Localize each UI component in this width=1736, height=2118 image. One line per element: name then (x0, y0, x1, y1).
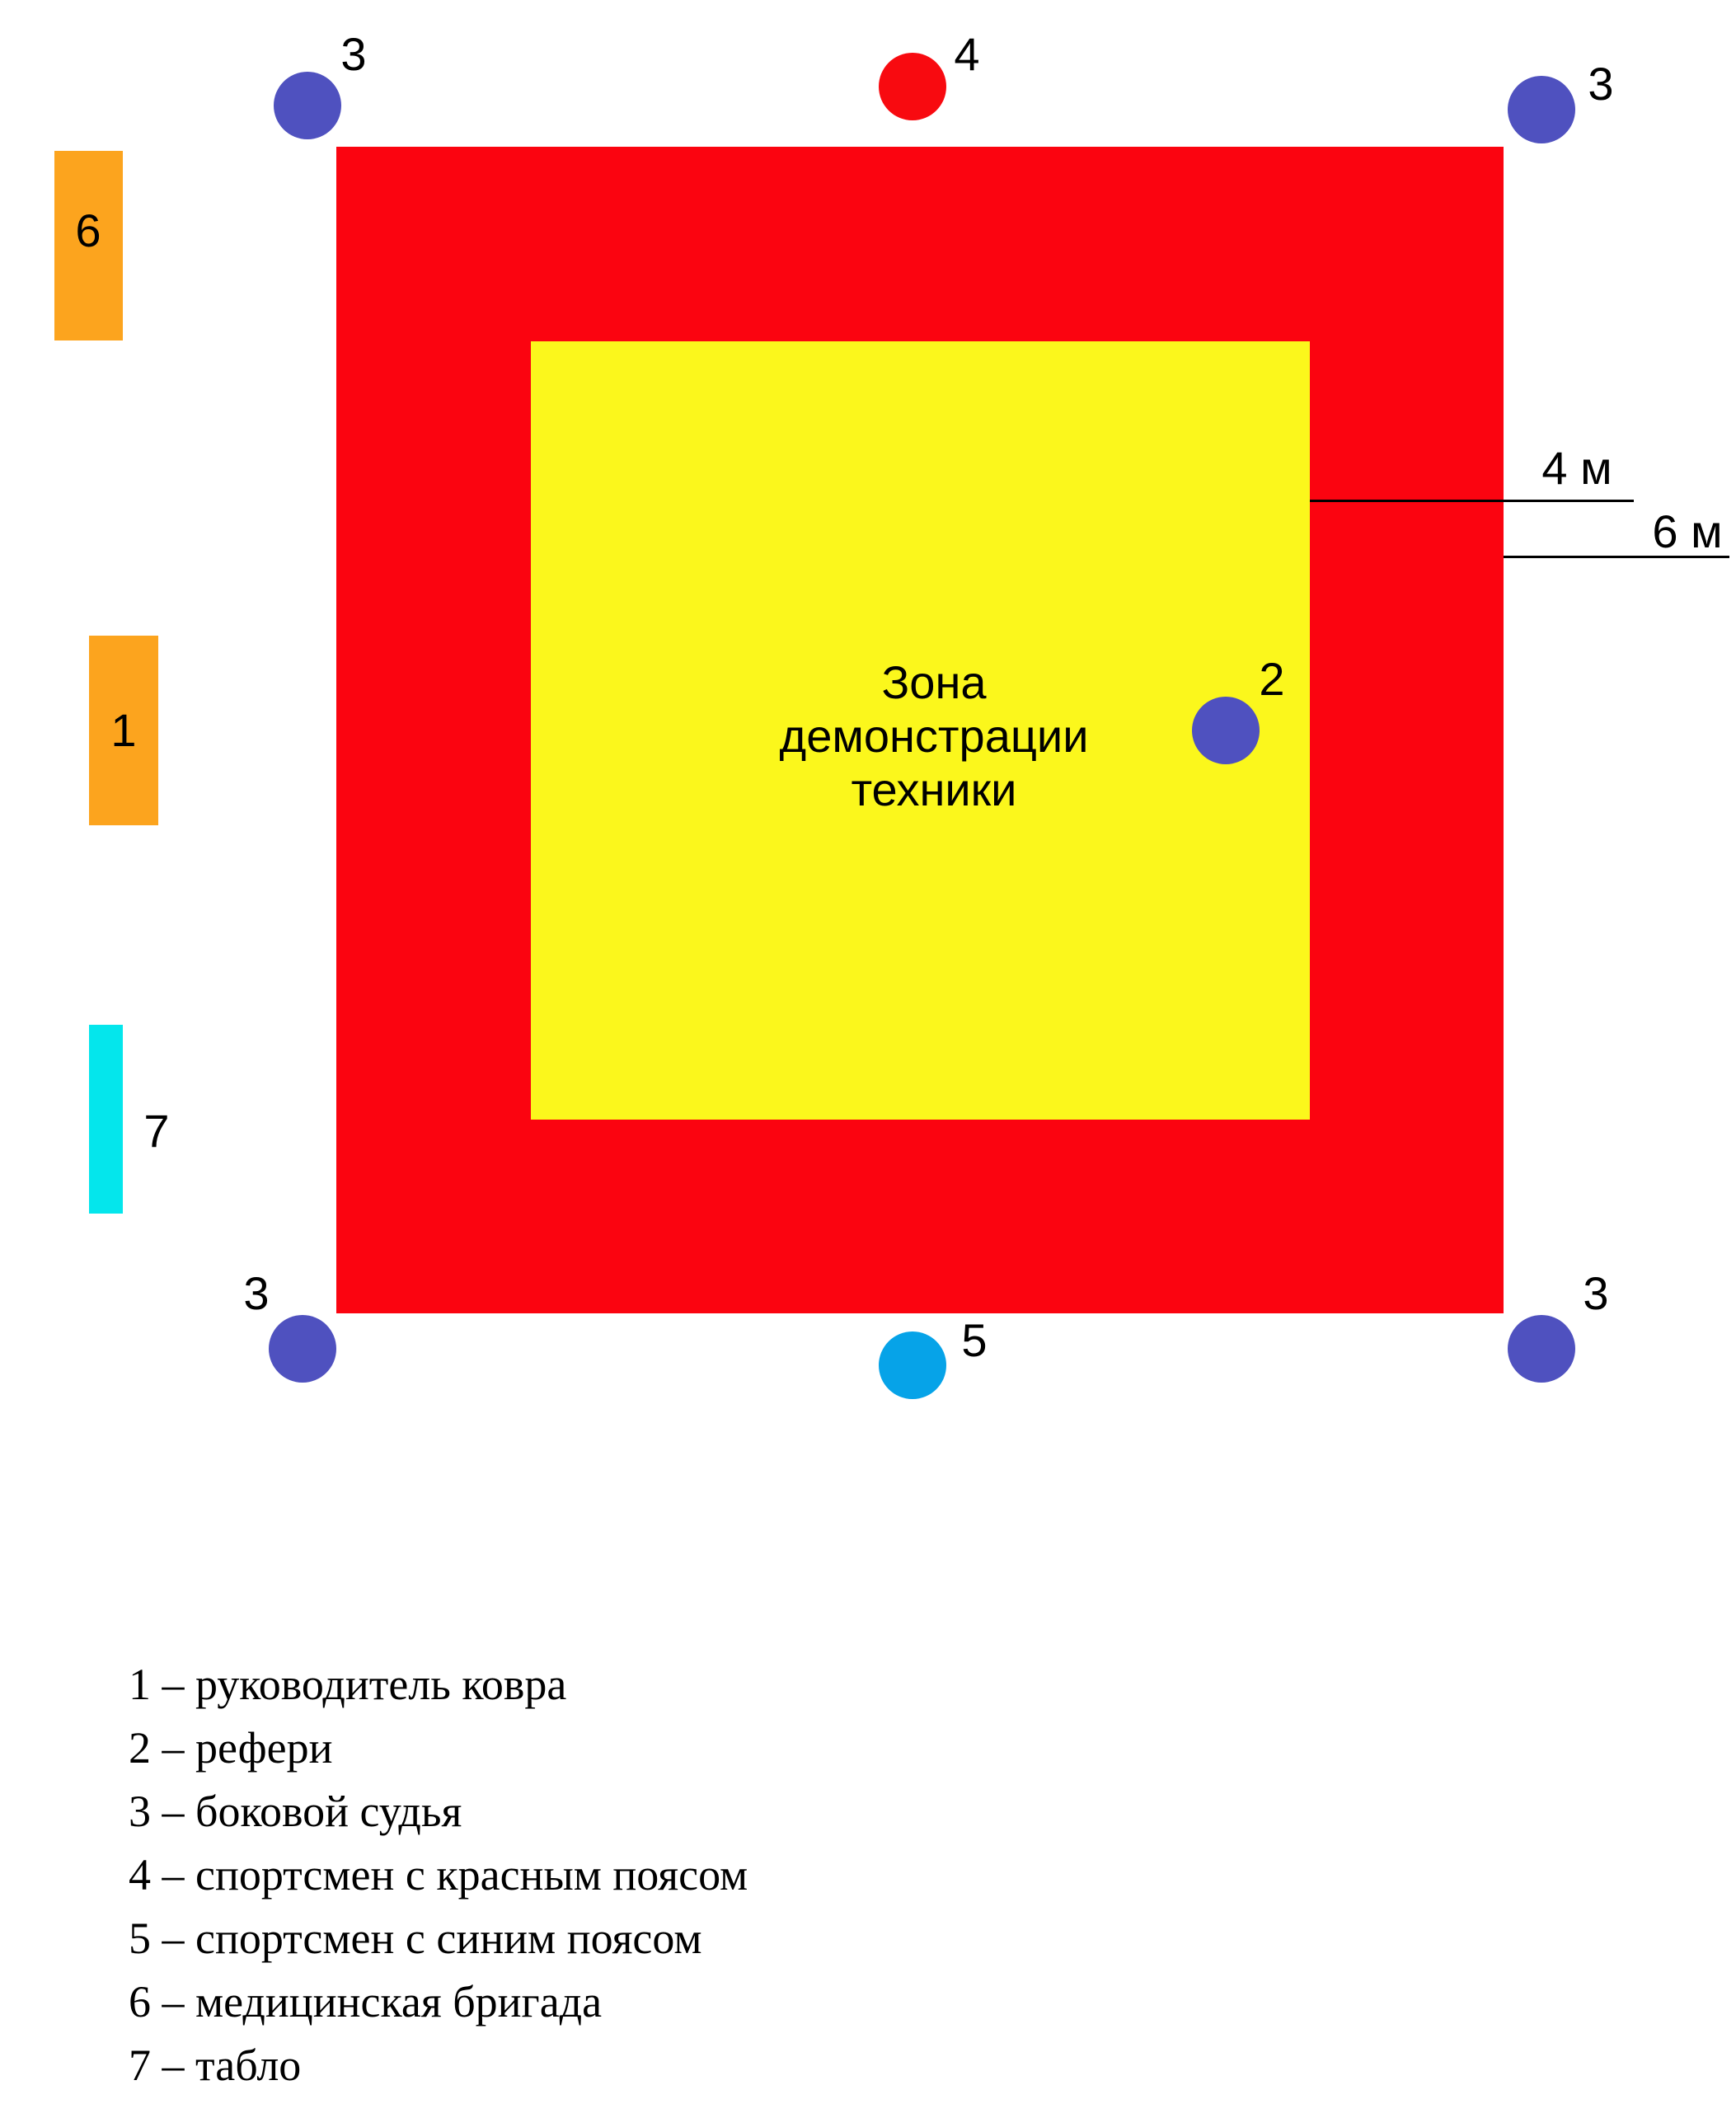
legend-item: 3 – боковой судья (129, 1787, 462, 1836)
legend-item: 4 – спортсмен с красным поясом (129, 1850, 748, 1900)
label-referee: 2 (1259, 653, 1285, 705)
red-belt-athlete (879, 53, 946, 120)
mat-chief-station (89, 636, 158, 825)
legend: 1 – руководитель ковра 2 – рефери 3 – бо… (129, 1653, 748, 2097)
side-judge-bottom-right (1508, 1315, 1575, 1383)
label-scoreboard: 7 (143, 1105, 170, 1157)
legend-item: 7 – табло (129, 2041, 302, 2090)
blue-belt-athlete (879, 1331, 946, 1399)
zone-label-line: техники (851, 763, 1017, 815)
scoreboard (89, 1025, 123, 1214)
side-judge-bottom-left (269, 1315, 336, 1383)
dimension-outer-label: 6 м (1652, 505, 1723, 557)
label-medical: 6 (75, 204, 101, 256)
side-judge-top-right (1508, 76, 1575, 143)
medical-team-station (54, 151, 123, 340)
zone-label: Зона демонстрации техники (780, 655, 1089, 816)
zone-label-line: демонстрации (779, 710, 1089, 762)
label-judge-top-right: 3 (1588, 58, 1614, 110)
dimension-inner-label: 4 м (1541, 442, 1612, 494)
label-mat-chief: 1 (110, 704, 137, 756)
label-red-athlete: 4 (954, 28, 980, 80)
zone-label-line: Зона (881, 656, 987, 708)
dimension-line-outer (1504, 556, 1729, 558)
side-judge-top-left (274, 72, 341, 139)
dimension-line-inner (1310, 500, 1634, 502)
legend-item: 6 – медицинская бригада (129, 1977, 603, 2026)
label-blue-athlete: 5 (961, 1314, 988, 1366)
demonstration-zone (531, 341, 1310, 1120)
legend-item: 2 – рефери (129, 1723, 333, 1773)
label-judge-bottom-left: 3 (243, 1267, 270, 1319)
legend-item: 5 – спортсмен с синим поясом (129, 1914, 702, 1963)
label-judge-top-left: 3 (340, 28, 367, 80)
referee (1192, 697, 1260, 764)
legend-item: 1 – руководитель ковра (129, 1660, 567, 1709)
label-judge-bottom-right: 3 (1583, 1267, 1609, 1319)
